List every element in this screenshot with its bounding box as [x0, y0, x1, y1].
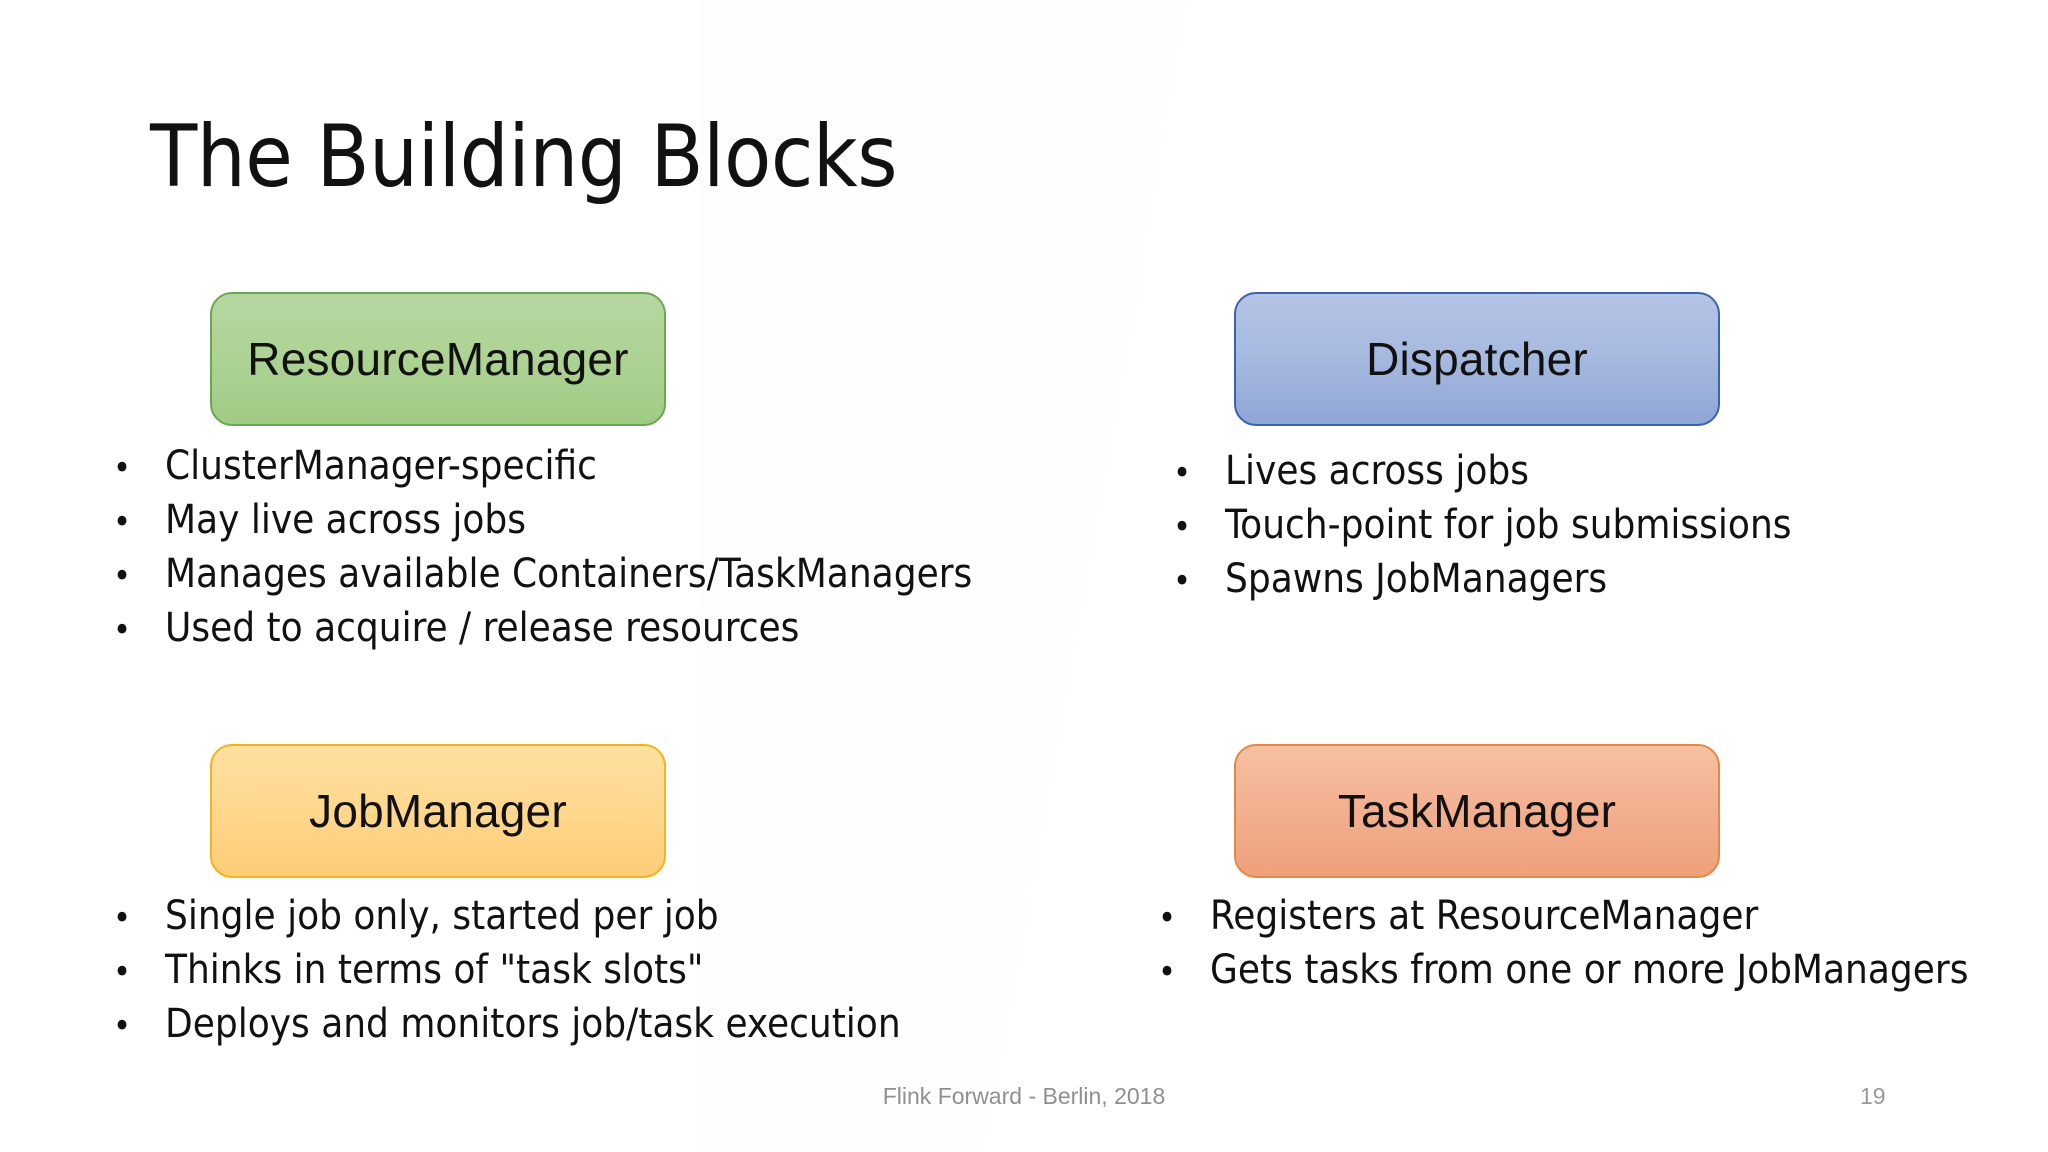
bullet-icon: •	[1173, 561, 1192, 601]
block-label-task-manager: TaskManager	[1337, 785, 1617, 837]
bullet-list-dispatcher: • Lives across jobs • Touch-point for jo…	[1173, 445, 1792, 607]
list-item: • Deploys and monitors job/task executio…	[113, 998, 901, 1052]
list-item-text: Lives across jobs	[1225, 448, 1529, 494]
page-number: 19	[1860, 1083, 1886, 1109]
list-item: • Gets tasks from one or more JobManager…	[1158, 944, 1968, 998]
list-item-text: May live across jobs	[165, 497, 526, 543]
bullet-icon: •	[113, 898, 132, 938]
list-item: • Manages available Containers/TaskManag…	[113, 548, 972, 602]
list-item-text: Touch-point for job submissions	[1225, 502, 1792, 548]
bullet-list-job-manager: • Single job only, started per job • Thi…	[113, 890, 901, 1052]
list-item-text: Thinks in terms of "task slots"	[165, 947, 704, 993]
list-item-text: Deploys and monitors job/task execution	[165, 1001, 901, 1047]
list-item: • Thinks in terms of "task slots"	[113, 944, 901, 998]
block-resource-manager[interactable]: ResourceManager	[210, 292, 666, 426]
bullet-icon: •	[113, 448, 132, 488]
footer-text: Flink Forward - Berlin, 2018	[882, 1083, 1166, 1109]
block-label-resource-manager: ResourceManager	[247, 333, 629, 385]
bullet-icon: •	[113, 556, 132, 596]
block-task-manager[interactable]: TaskManager	[1234, 744, 1720, 878]
bullet-icon: •	[1158, 898, 1177, 938]
list-item: • ClusterManager-specific	[113, 440, 972, 494]
list-item-text: Manages available Containers/TaskManager…	[165, 551, 973, 597]
list-item: • Lives across jobs	[1173, 445, 1792, 499]
block-label-job-manager: JobManager	[309, 785, 567, 837]
list-item: • Single job only, started per job	[113, 890, 901, 944]
block-job-manager[interactable]: JobManager	[210, 744, 666, 878]
list-item-text: Used to acquire / release resources	[165, 605, 800, 651]
list-item-text: Gets tasks from one or more JobManagers	[1210, 947, 1969, 993]
list-item: • Spawns JobManagers	[1173, 553, 1792, 607]
list-item: • May live across jobs	[113, 494, 972, 548]
list-item-text: Registers at ResourceManager	[1210, 893, 1759, 939]
block-dispatcher[interactable]: Dispatcher	[1234, 292, 1720, 426]
list-item: • Registers at ResourceManager	[1158, 890, 1968, 944]
bullet-icon: •	[1173, 453, 1192, 493]
page-title: The Building Blocks	[150, 107, 898, 207]
list-item-text: Single job only, started per job	[165, 893, 719, 939]
list-item: • Used to acquire / release resources	[113, 602, 972, 656]
list-item-text: Spawns JobManagers	[1225, 556, 1608, 602]
bullet-icon: •	[1173, 507, 1192, 547]
list-item: • Touch-point for job submissions	[1173, 499, 1792, 553]
bullet-icon: •	[113, 1006, 132, 1046]
bullet-icon: •	[1158, 952, 1177, 992]
block-label-dispatcher: Dispatcher	[1366, 333, 1588, 385]
bullet-icon: •	[113, 952, 132, 992]
bullet-list-resource-manager: • ClusterManager-specific • May live acr…	[113, 440, 972, 656]
list-item-text: ClusterManager-specific	[165, 443, 597, 489]
bullet-icon: •	[113, 610, 132, 650]
bullet-list-task-manager: • Registers at ResourceManager • Gets ta…	[1158, 890, 1968, 998]
bullet-icon: •	[113, 502, 132, 542]
